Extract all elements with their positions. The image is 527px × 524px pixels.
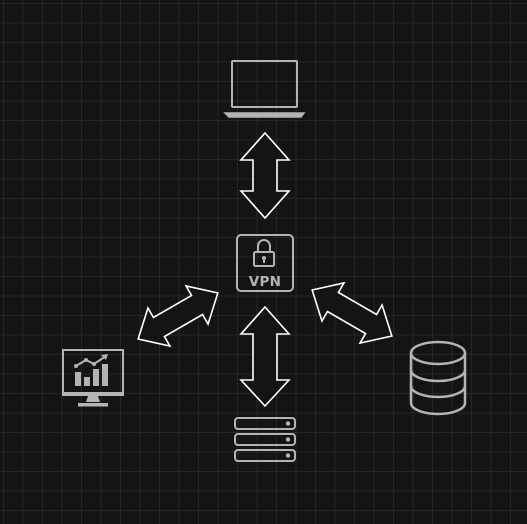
- arrow-shape: [239, 131, 291, 220]
- laptop-icon: [223, 60, 306, 118]
- arrow-vpn-laptop: [239, 131, 291, 220]
- padlock-icon: [253, 239, 275, 267]
- arrow-vpn-server-rack: [239, 305, 291, 408]
- database-icon: [409, 340, 467, 416]
- arrow-vpn-analytics-monitor: [137, 284, 219, 348]
- vpn-hub: VPN: [236, 234, 294, 292]
- arrow-shape: [137, 284, 219, 348]
- arrow-vpn-database: [311, 281, 393, 345]
- arrow-shape: [239, 305, 291, 408]
- vpn-label: VPN: [249, 274, 282, 290]
- server-rack-icon: [234, 417, 296, 462]
- analytics-monitor-icon: [62, 349, 124, 407]
- vpn-box: [236, 234, 294, 292]
- arrow-shape: [311, 281, 393, 345]
